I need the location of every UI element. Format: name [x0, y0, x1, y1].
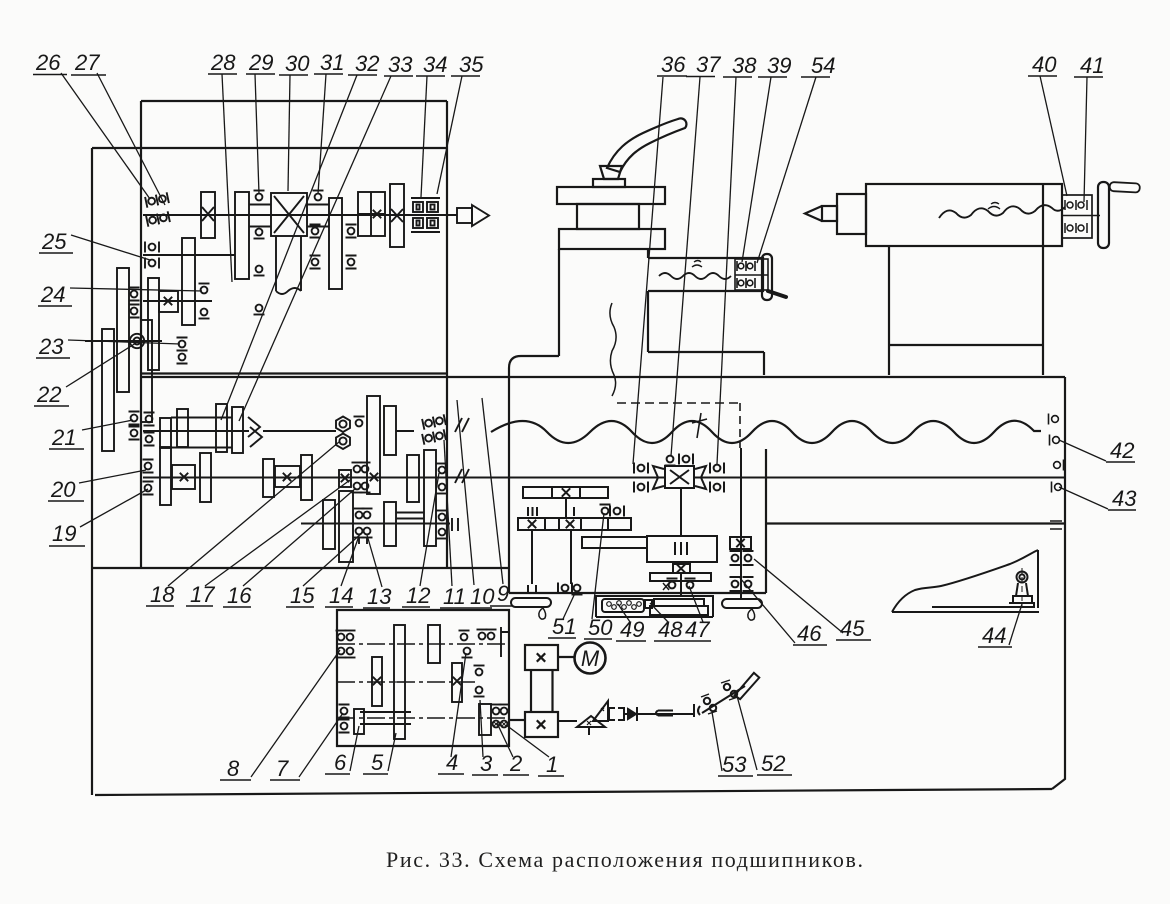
svg-text:18: 18: [150, 582, 175, 607]
svg-text:24: 24: [40, 282, 65, 307]
svg-text:25: 25: [41, 229, 67, 254]
svg-text:34: 34: [423, 52, 447, 77]
svg-text:52: 52: [761, 751, 785, 776]
svg-text:20: 20: [50, 477, 76, 502]
svg-text:3: 3: [480, 751, 493, 776]
svg-text:38: 38: [732, 53, 757, 78]
svg-text:11: 11: [443, 584, 466, 609]
svg-text:37: 37: [696, 52, 721, 77]
svg-text:46: 46: [797, 621, 822, 646]
svg-text:17: 17: [190, 582, 215, 607]
svg-text:14: 14: [329, 583, 353, 608]
svg-text:39: 39: [767, 53, 791, 78]
svg-text:12: 12: [406, 583, 430, 608]
svg-text:40: 40: [1032, 52, 1057, 77]
svg-text:27: 27: [74, 50, 100, 75]
svg-text:51: 51: [552, 614, 576, 639]
svg-text:44: 44: [982, 623, 1006, 648]
svg-text:48: 48: [658, 617, 683, 642]
svg-text:4: 4: [446, 750, 458, 775]
svg-text:35: 35: [459, 52, 484, 77]
svg-text:8: 8: [227, 756, 240, 781]
svg-text:1: 1: [546, 752, 558, 777]
svg-text:30: 30: [285, 51, 310, 76]
svg-text:7: 7: [276, 756, 289, 781]
svg-text:28: 28: [210, 50, 236, 75]
svg-text:53: 53: [722, 752, 747, 777]
svg-text:42: 42: [1110, 438, 1134, 463]
svg-text:45: 45: [840, 616, 865, 641]
svg-text:50: 50: [588, 615, 613, 640]
svg-text:22: 22: [36, 382, 61, 407]
svg-text:9: 9: [497, 581, 509, 606]
svg-text:26: 26: [35, 50, 61, 75]
svg-text:23: 23: [38, 334, 64, 359]
svg-text:31: 31: [320, 50, 344, 75]
svg-text:41: 41: [1080, 53, 1104, 78]
svg-text:6: 6: [334, 750, 347, 775]
svg-text:16: 16: [227, 583, 252, 608]
svg-text:10: 10: [470, 584, 495, 609]
svg-text:32: 32: [355, 51, 379, 76]
svg-text:36: 36: [661, 52, 686, 77]
svg-text:47: 47: [685, 617, 710, 642]
svg-text:5: 5: [371, 750, 384, 775]
svg-text:13: 13: [367, 584, 392, 609]
svg-text:15: 15: [290, 583, 315, 608]
svg-text:29: 29: [248, 50, 273, 75]
svg-text:21: 21: [51, 425, 76, 450]
svg-text:49: 49: [620, 617, 644, 642]
svg-text:19: 19: [52, 521, 76, 546]
svg-text:M: M: [581, 646, 600, 671]
svg-text:54: 54: [811, 53, 835, 78]
svg-text:2: 2: [509, 751, 522, 776]
svg-text:43: 43: [1112, 486, 1137, 511]
svg-text:33: 33: [388, 52, 413, 77]
